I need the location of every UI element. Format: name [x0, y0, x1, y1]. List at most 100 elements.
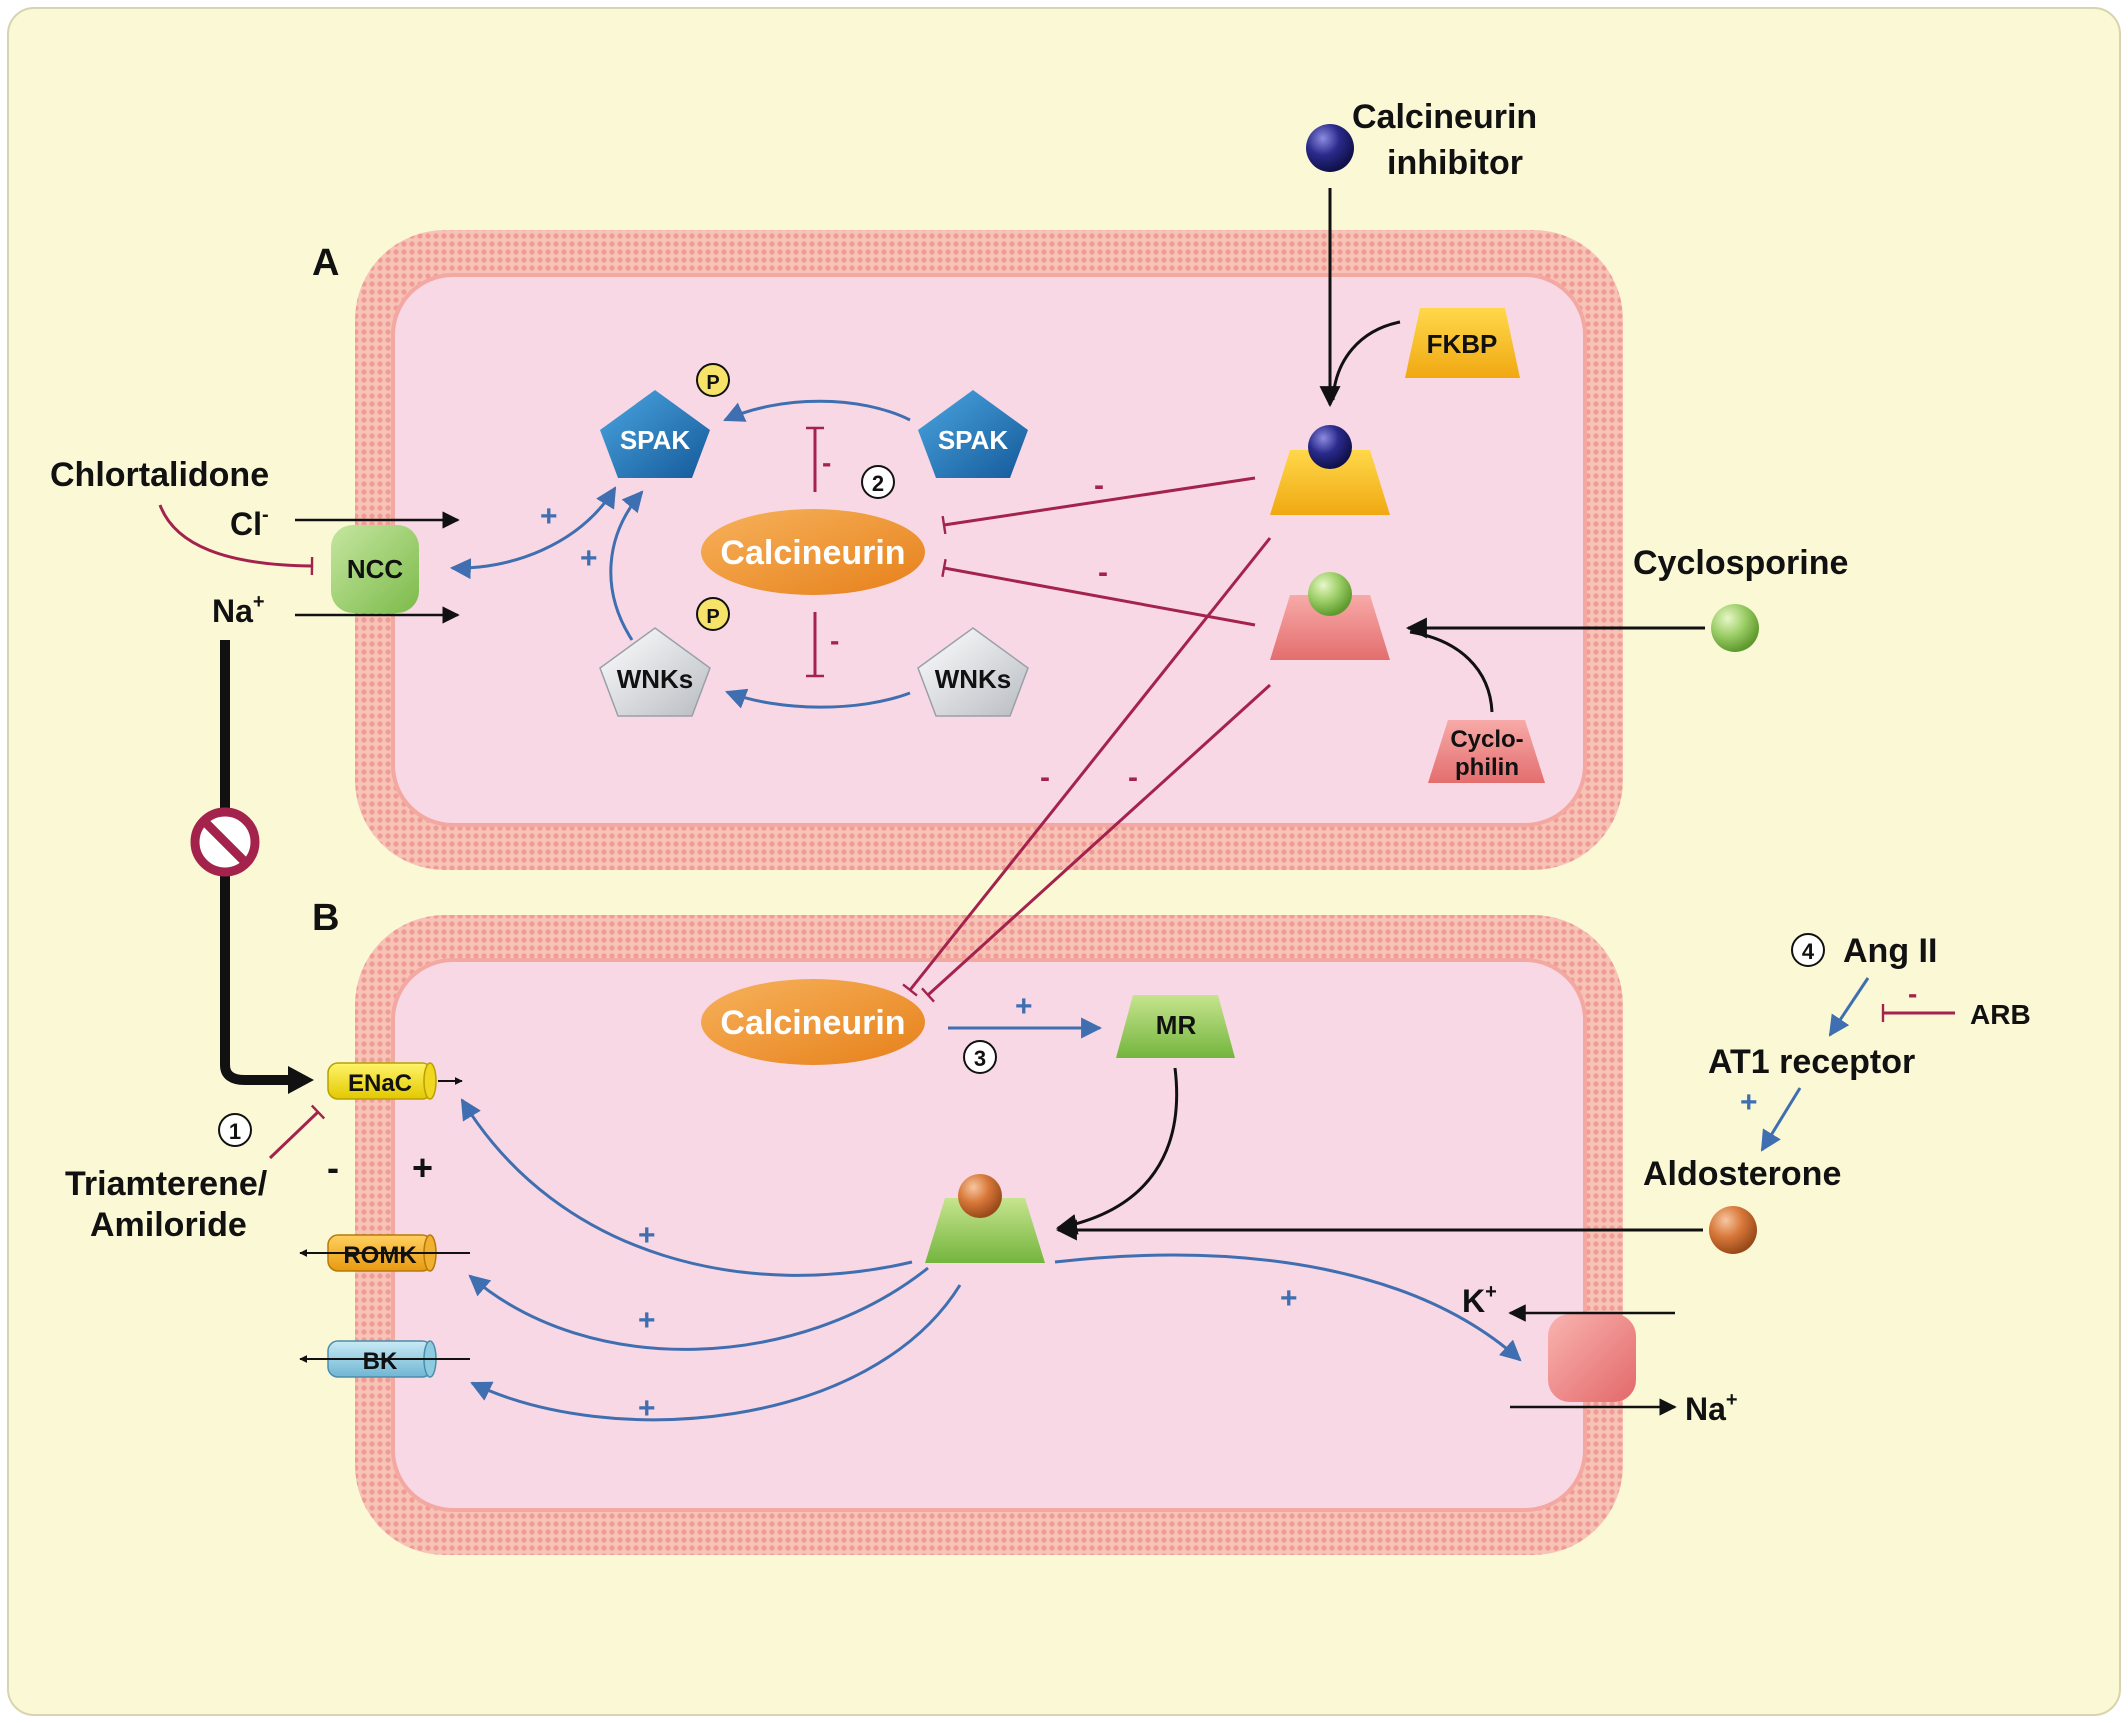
- mr-activates-pump: [1054, 1253, 1522, 1362]
- phosphate-spak-label: P: [706, 372, 719, 394]
- triamterene-label-1: Triamterene/: [65, 1165, 268, 1203]
- panel-label-a: A: [312, 242, 339, 284]
- plus-sign-3: +: [1015, 990, 1033, 1023]
- plus-sign-8: +: [1280, 1282, 1298, 1315]
- romk-label: ROMK: [343, 1242, 417, 1269]
- step-1-number: 1: [229, 1119, 241, 1144]
- mr-activates-romk: [468, 1266, 929, 1351]
- chlortalidone-inhibit-ncc: [158, 504, 314, 576]
- cyclophilin-label-1: Cyclo-: [1450, 726, 1523, 753]
- enac-minus-sign: -: [327, 1147, 339, 1188]
- aldosterone-ball: [1709, 1206, 1757, 1254]
- spak-unphosphorylated: [918, 390, 1028, 478]
- mr-activates-enac: [460, 1098, 913, 1277]
- at1-receptor-label: AT1 receptor: [1708, 1043, 1915, 1081]
- plus-sign-7: +: [638, 1392, 656, 1425]
- wnks-unphosphorylated: [917, 627, 1029, 717]
- minus-sign-6: -: [1128, 761, 1138, 794]
- na-ion-label-a: Na+: [212, 591, 265, 629]
- ang2-to-at1-arrow: [1828, 977, 1870, 1037]
- cl-ion-label: Cl-: [230, 504, 269, 542]
- phosphate-wnk-icon: [696, 597, 730, 631]
- cyclophilin-inhibit-calcineurin-b: [921, 683, 1272, 1003]
- plus-sign-1: +: [580, 542, 598, 575]
- wnk-phosphorylation-arrow: [725, 688, 911, 709]
- step-4-badge: [1791, 933, 1825, 967]
- mr-activates-bk: [470, 1284, 962, 1422]
- prohibited-icon: [190, 807, 260, 877]
- cyclophilin-label-2: philin: [1455, 754, 1519, 781]
- mr-aldosterone-complex: [925, 1198, 1045, 1263]
- wnks-left-label: WNKs: [617, 664, 694, 694]
- complex-aldosterone-ball: [958, 1174, 1002, 1218]
- triamterene-label-2: Amiloride: [90, 1206, 247, 1244]
- plus-sign-2: +: [540, 500, 558, 533]
- spak-left-label: SPAK: [620, 425, 691, 455]
- spak-phosphorylated: [600, 390, 710, 478]
- plus-sign-4: +: [1740, 1086, 1758, 1119]
- triamterene-inhibit-enac: [268, 1104, 326, 1160]
- wnks-phosphorylated: [599, 627, 711, 717]
- panel-label-b: B: [312, 897, 339, 939]
- plus-sign-6: +: [638, 1304, 656, 1337]
- calcineurin-inhibitor-label-2: inhibitor: [1387, 144, 1523, 182]
- k-ion-label: K+: [1462, 1281, 1497, 1319]
- cyclophilin-shape: [1428, 720, 1545, 783]
- sodium-shunt-pathway: [220, 640, 290, 1085]
- step-3-number: 3: [974, 1046, 986, 1071]
- arb-label: ARB: [1970, 999, 2031, 1030]
- step-2-badge: [861, 465, 895, 499]
- ncc-label: NCC: [347, 554, 404, 584]
- chlortalidone-label: Chlortalidone: [50, 456, 269, 494]
- minus-sign-7: -: [1908, 978, 1917, 1009]
- wnks-right-label: WNKs: [935, 664, 1012, 694]
- cyclosporine-label: Cyclosporine: [1633, 544, 1848, 582]
- calcineurin-b: [701, 979, 925, 1065]
- aldosterone-label: Aldosterone: [1643, 1155, 1841, 1193]
- minus-sign-2: -: [1098, 556, 1108, 589]
- na-k-pump: [1548, 1314, 1636, 1402]
- mr-receptor: [1116, 995, 1235, 1058]
- na-ion-label-b: Na+: [1685, 1389, 1738, 1427]
- fkbp-shape: [1405, 308, 1520, 378]
- at1-to-aldosterone-arrow: [1760, 1087, 1802, 1152]
- spak-activates-ncc: [449, 486, 617, 580]
- bk-label: BK: [363, 1348, 398, 1375]
- ncc-transporter: [331, 525, 419, 613]
- enac-label: ENaC: [348, 1070, 412, 1097]
- calcineurin-b-label: Calcineurin: [720, 1004, 905, 1042]
- cyclophilin-complex: [1270, 595, 1390, 660]
- fkbp-arrow: [1331, 320, 1401, 401]
- mr-label: MR: [1156, 1010, 1197, 1040]
- fkbp-label: FKBP: [1427, 329, 1498, 359]
- spak-right-label: SPAK: [938, 425, 1009, 455]
- fkbp-inhibit-calcineurin-b: [902, 537, 1272, 997]
- spak-phosphorylation-arrow: [723, 399, 911, 422]
- plus-sign-5: +: [638, 1219, 656, 1252]
- step-2-number: 2: [872, 471, 884, 496]
- calcineurin-a-label: Calcineurin: [720, 534, 905, 572]
- calcineurin-a: [701, 509, 925, 595]
- cyclophilin-inhibit-calcineurin: [941, 558, 1256, 627]
- ang2-label: Ang II: [1843, 932, 1937, 970]
- step-3-badge: [963, 1040, 997, 1074]
- fkbp-complex: [1270, 450, 1390, 515]
- minus-sign-5: -: [1040, 761, 1050, 794]
- calcineurin-inhibitor-label-1: Calcineurin: [1352, 98, 1537, 136]
- minus-sign-3: -: [822, 447, 831, 478]
- sodium-shunt-arrowhead: [288, 1066, 314, 1094]
- cyclophilin-arrow: [1409, 630, 1494, 713]
- minus-sign-1: -: [1094, 469, 1104, 502]
- cyclosporine-ball: [1711, 604, 1759, 652]
- minus-sign-4: -: [830, 625, 839, 656]
- step-1-badge: [218, 1113, 252, 1147]
- complex-cyclosporine-ball: [1308, 572, 1352, 616]
- complex-inhibitor-ball: [1308, 425, 1352, 469]
- step-4-number: 4: [1802, 939, 1815, 964]
- mr-arrow: [1055, 1067, 1179, 1235]
- phosphate-icon: [696, 363, 730, 397]
- enac-plus-sign: +: [412, 1147, 433, 1188]
- phosphate-wnk-label: P: [706, 606, 719, 628]
